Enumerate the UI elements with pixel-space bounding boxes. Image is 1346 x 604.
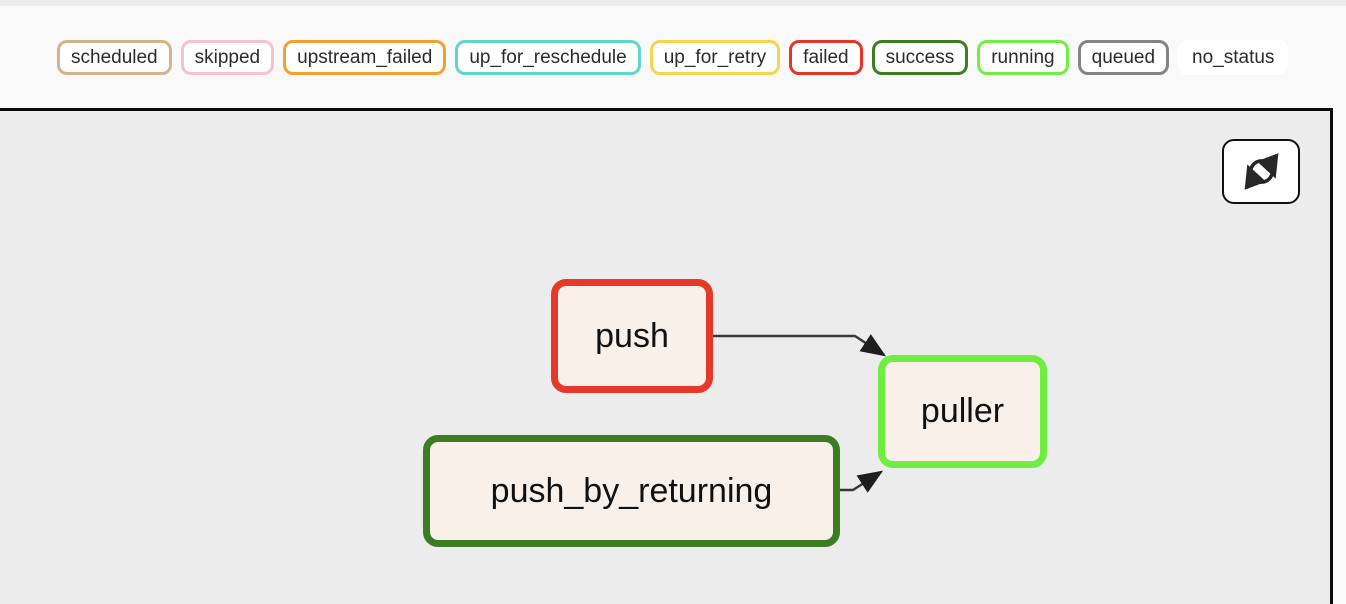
top-strip <box>0 0 1346 6</box>
legend-badge-failed: failed <box>789 39 863 75</box>
legend-badge-up-for-reschedule: up_for_reschedule <box>455 39 641 75</box>
legend-badge-queued: queued <box>1077 39 1170 75</box>
legend-badge-success: success <box>871 39 969 75</box>
edge-push-by-returning-to-puller <box>840 470 884 493</box>
refresh-button[interactable] <box>1222 139 1300 204</box>
legend-badge-running: running <box>977 39 1069 75</box>
task-node-push[interactable]: push <box>551 279 713 393</box>
edge-push-to-puller <box>713 334 887 357</box>
task-node-puller[interactable]: puller <box>878 355 1047 468</box>
legend-badge-upstream-failed: upstream_failed <box>283 39 447 75</box>
legend-badge-no-status: no_status <box>1178 39 1289 75</box>
status-legend: scheduled skipped upstream_failed up_for… <box>0 6 1346 108</box>
dag-graph-panel: push puller push_by_returning <box>0 108 1333 604</box>
refresh-icon <box>1244 153 1278 190</box>
task-node-push-by-returning[interactable]: push_by_returning <box>423 435 840 547</box>
legend-badge-skipped: skipped <box>180 39 275 75</box>
legend-badge-up-for-retry: up_for_retry <box>649 39 781 75</box>
legend-badge-scheduled: scheduled <box>57 39 172 75</box>
